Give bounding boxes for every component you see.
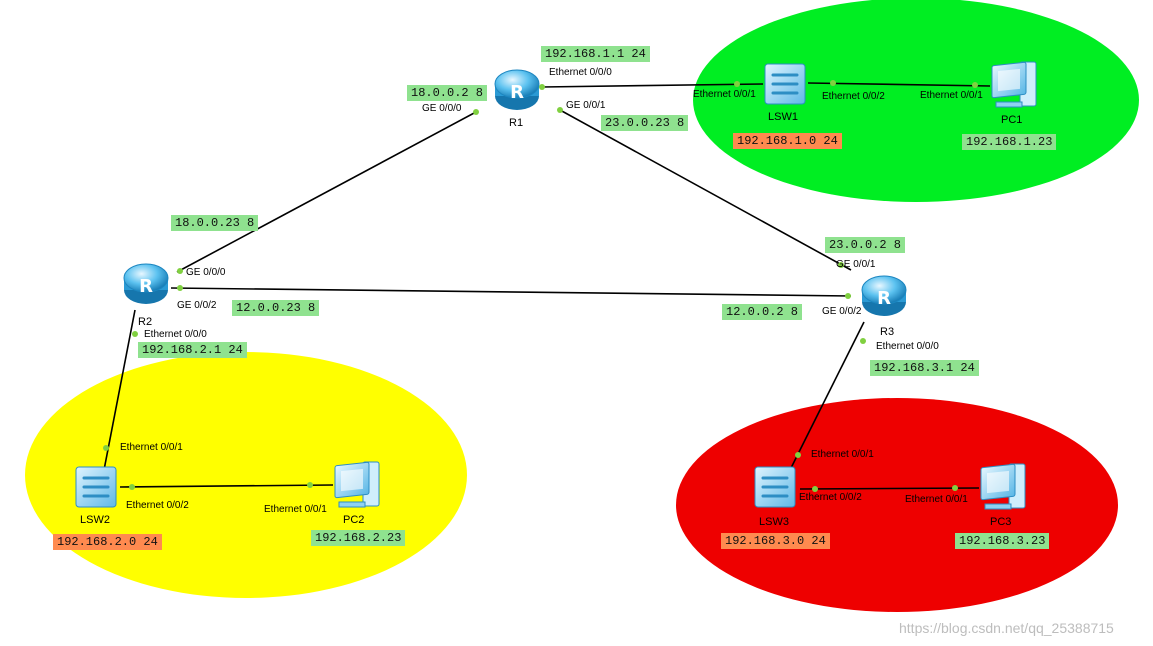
port-label: Ethernet 0/0/0 xyxy=(876,341,939,352)
link-r1-r3 xyxy=(559,109,852,271)
ip-label-r2-g002: 12.0.0.23 8 xyxy=(232,300,320,316)
port-dot xyxy=(177,285,183,291)
port-label: GE 0/0/0 xyxy=(186,267,226,278)
device-label-pc1: PC1 xyxy=(1001,114,1023,126)
port-dot xyxy=(307,482,313,488)
ip-label-r1-g001: 23.0.0.23 8 xyxy=(601,115,689,131)
ip-label-r2-g000: 18.0.0.23 8 xyxy=(171,215,259,231)
port-label: GE 0/0/2 xyxy=(822,306,862,317)
port-label: Ethernet 0/0/1 xyxy=(811,449,874,460)
switch-lsw3-icon[interactable] xyxy=(754,466,796,508)
port-label: Ethernet 0/0/0 xyxy=(144,329,207,340)
pc-pc2-icon[interactable] xyxy=(334,461,380,508)
svg-text:R: R xyxy=(877,288,891,309)
ip-label-r1-e000: 192.168.1.1 24 xyxy=(541,46,650,62)
router-r2-icon[interactable]: R xyxy=(123,263,169,304)
ip-label-net2: 192.168.2.0 24 xyxy=(53,534,162,550)
device-label-pc3: PC3 xyxy=(990,516,1012,528)
ip-label-r2-e000: 192.168.2.1 24 xyxy=(138,342,247,358)
port-dot xyxy=(860,338,866,344)
router-r3-icon[interactable]: R xyxy=(861,275,907,316)
watermark: https://blog.csdn.net/qq_25388715 xyxy=(899,620,1114,636)
port-label: Ethernet 0/0/2 xyxy=(822,91,885,102)
port-label: Ethernet 0/0/0 xyxy=(549,67,612,78)
svg-text:R: R xyxy=(139,276,153,297)
ip-label-pc2: 192.168.2.23 xyxy=(311,530,406,546)
port-dot xyxy=(952,485,958,491)
ip-label-r3-g001: 23.0.0.2 8 xyxy=(825,237,906,253)
port-dot xyxy=(972,82,978,88)
zone-net3 xyxy=(676,398,1118,612)
router-r1-icon[interactable]: R xyxy=(494,69,540,110)
device-label-pc2: PC2 xyxy=(343,514,365,526)
device-label-r3: R3 xyxy=(880,326,895,338)
svg-text:R: R xyxy=(510,82,524,103)
link-r1-lsw1 xyxy=(541,83,764,88)
ip-label-pc1: 192.168.1.23 xyxy=(962,134,1057,150)
switch-lsw1-icon[interactable] xyxy=(764,63,806,105)
link-lsw2-pc2 xyxy=(119,484,334,488)
port-dot xyxy=(812,486,818,492)
ip-label-pc3: 192.168.3.23 xyxy=(955,533,1050,549)
device-label-r1: R1 xyxy=(509,117,524,129)
device-label-lsw1: LSW1 xyxy=(768,111,798,123)
ip-label-net1: 192.168.1.0 24 xyxy=(733,133,842,149)
link-r2-lsw2 xyxy=(103,309,136,471)
port-dot xyxy=(103,445,109,451)
port-label: Ethernet 0/0/1 xyxy=(693,89,756,100)
port-dot xyxy=(473,109,479,115)
device-label-lsw2: LSW2 xyxy=(80,514,110,526)
port-dot xyxy=(734,81,740,87)
port-label: Ethernet 0/0/1 xyxy=(120,442,183,453)
ip-label-r1-g000: 18.0.0.2 8 xyxy=(407,85,488,101)
port-label: GE 0/0/0 xyxy=(422,103,462,114)
port-dot xyxy=(838,262,844,268)
port-dot xyxy=(177,268,183,274)
switch-lsw2-icon[interactable] xyxy=(75,466,117,508)
device-label-lsw3: LSW3 xyxy=(759,516,789,528)
port-dot xyxy=(132,331,138,337)
ip-label-r3-e000: 192.168.3.1 24 xyxy=(870,360,979,376)
port-label: GE 0/0/2 xyxy=(177,300,217,311)
port-dot xyxy=(830,80,836,86)
port-dot xyxy=(795,452,801,458)
pc-pc1-icon[interactable] xyxy=(991,61,1037,108)
port-label: Ethernet 0/0/2 xyxy=(799,492,862,503)
pc-pc3-icon[interactable] xyxy=(980,463,1026,510)
link-r3-lsw3 xyxy=(789,321,865,471)
ip-label-net3: 192.168.3.0 24 xyxy=(721,533,830,549)
link-lsw3-pc3 xyxy=(799,487,980,490)
link-lsw1-pc1 xyxy=(807,82,991,87)
port-label: Ethernet 0/0/2 xyxy=(126,500,189,511)
device-label-r2: R2 xyxy=(138,316,153,328)
port-dot xyxy=(539,84,545,90)
port-dot xyxy=(129,484,135,490)
port-dot xyxy=(845,293,851,299)
port-label: Ethernet 0/0/1 xyxy=(920,90,983,101)
zone-net1 xyxy=(693,0,1139,202)
link-r1-r2 xyxy=(176,111,477,273)
link-r2-r3 xyxy=(170,287,852,297)
port-dot xyxy=(557,107,563,113)
port-label: Ethernet 0/0/1 xyxy=(264,504,327,515)
port-label: GE 0/0/1 xyxy=(836,259,876,270)
port-label: GE 0/0/1 xyxy=(566,100,606,111)
port-label: Ethernet 0/0/1 xyxy=(905,494,968,505)
ip-label-r3-g002: 12.0.0.2 8 xyxy=(722,304,803,320)
